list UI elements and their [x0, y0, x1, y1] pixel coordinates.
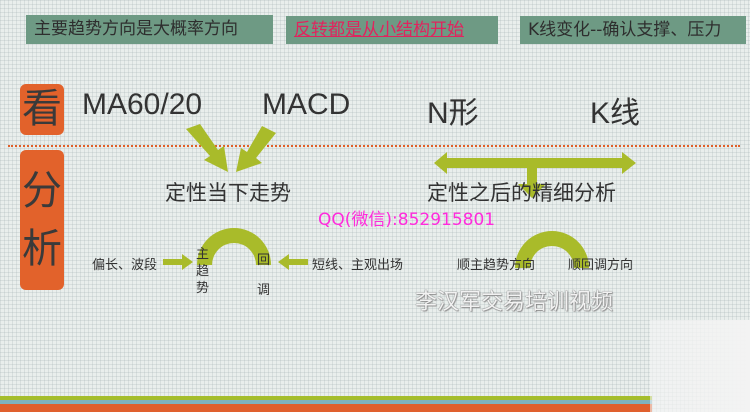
heading-fine-analysis: 定性之后的精细分析 [427, 181, 616, 205]
tip-box-reversal: 反转都是从小结构开始 [286, 16, 498, 44]
label-main-trend: 主趋势 [196, 247, 210, 296]
label-pullback: 回调 [257, 253, 271, 298]
divider-line [8, 145, 740, 147]
badge-analyze-char1: 分 [22, 168, 62, 214]
badge-analyze-char2: 析 [22, 226, 62, 272]
label-follow-pullback: 顺回调方向 [568, 258, 634, 273]
stripe-blue [0, 400, 652, 404]
label-follow-main: 顺主趋势方向 [457, 258, 536, 273]
label-long-swing: 偏长、波段 [92, 258, 158, 273]
tip-box-main-trend: 主要趋势方向是大概率方向 [26, 15, 273, 44]
indicator-kline: K线 [590, 97, 641, 130]
indicator-macd: MACD [262, 88, 351, 121]
arrow-down-left-icon [236, 126, 276, 172]
arch-right-icon [515, 231, 589, 268]
qq-watermark: QQ(微信):852915801 [318, 210, 496, 230]
arrow-down-icon [518, 168, 546, 198]
double-arrow-horizontal-icon [434, 152, 636, 174]
indicator-n-shape: N形 [427, 97, 479, 130]
arrow-right-icon [163, 254, 193, 270]
badge-analyze: 分 析 [20, 150, 64, 290]
corner-fade [650, 320, 750, 412]
stripe-orange [0, 404, 652, 412]
indicator-ma: MA60/20 [82, 88, 203, 121]
arrow-left-icon [278, 254, 308, 270]
heading-current-trend: 定性当下走势 [165, 181, 291, 205]
brand-watermark: 李汉军交易培训视频 [415, 290, 614, 315]
badge-look: 看 [20, 84, 64, 135]
arch-left-icon [197, 228, 271, 265]
label-short-exit: 短线、主观出场 [312, 258, 404, 273]
arrow-down-right-icon [186, 124, 228, 172]
tip-box-kline: K线变化--确认支撑、压力 [520, 16, 746, 44]
stripe-green [0, 396, 652, 400]
